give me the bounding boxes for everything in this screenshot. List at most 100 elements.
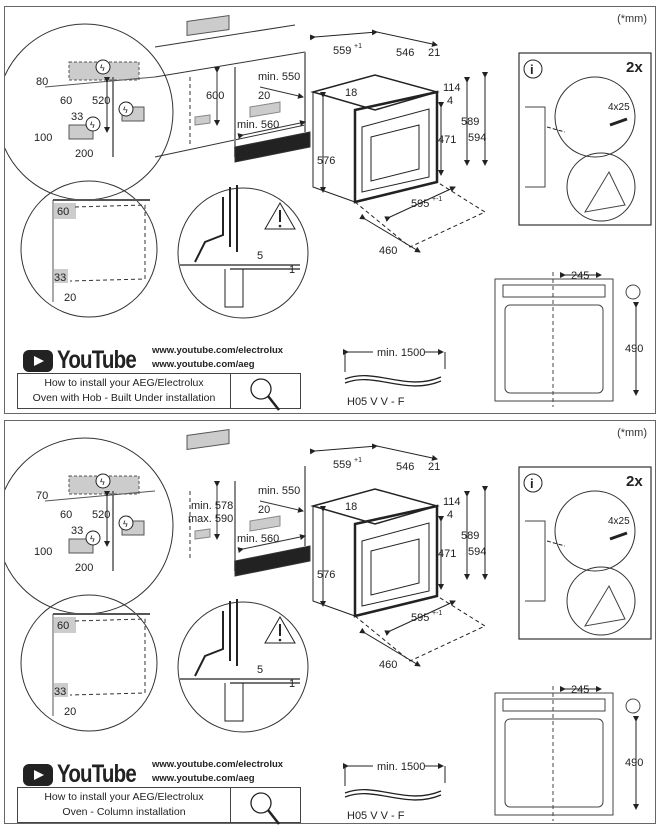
dim-595: 595 bbox=[411, 612, 429, 624]
svg-text:ϟ: ϟ bbox=[123, 105, 128, 115]
howto-line-1: How to install your AEG/Electrolux bbox=[44, 377, 204, 389]
youtube-logo[interactable]: YouTube bbox=[23, 760, 153, 789]
electric-hazard-icon bbox=[625, 698, 641, 714]
units-note: (*mm) bbox=[617, 427, 647, 439]
socket-front-view bbox=[494, 272, 641, 407]
youtube-play-icon bbox=[23, 349, 53, 372]
youtube-logo[interactable]: YouTube bbox=[23, 346, 153, 375]
dim-33: 33 bbox=[71, 525, 83, 537]
dim-4: 4 bbox=[447, 509, 453, 521]
info-icon bbox=[523, 59, 543, 79]
side-dim-33: 33 bbox=[54, 272, 66, 284]
cabinet-outline bbox=[154, 14, 311, 163]
dim-559: 559 bbox=[333, 459, 351, 471]
howto-caption: How to install your AEG/Electrolux Oven … bbox=[18, 374, 231, 408]
dim-100: 100 bbox=[34, 546, 52, 558]
youtube-links: www.youtube.com/electrolux www.youtube.c… bbox=[152, 758, 283, 786]
dim-21: 21 bbox=[428, 47, 440, 59]
electric-hazard-icon bbox=[625, 284, 641, 300]
gap-dim-5: 5 bbox=[257, 250, 263, 262]
dim-hob-clearance: 80 bbox=[36, 76, 48, 88]
side-dim-60: 60 bbox=[57, 620, 69, 632]
dim-595-tolerance: +-1 bbox=[432, 196, 442, 203]
dim-576: 576 bbox=[317, 569, 335, 581]
youtube-link-aeg[interactable]: www.youtube.com/aeg bbox=[152, 359, 255, 370]
oven-isometric bbox=[309, 29, 488, 253]
installation-panel-built-under: 600 min. 550 20 min. 560 ϟ ϟ ϟ bbox=[4, 6, 656, 414]
dim-18: 18 bbox=[345, 87, 357, 99]
side-dim-20: 20 bbox=[64, 706, 76, 718]
side-dim-33: 33 bbox=[54, 686, 66, 698]
magnifier-icon bbox=[250, 792, 280, 825]
howto-video-box[interactable]: How to install your AEG/Electrolux Oven … bbox=[17, 787, 301, 825]
socket-dim-245: 245 bbox=[571, 270, 589, 282]
side-view-circle bbox=[20, 594, 158, 732]
youtube-link-aeg[interactable]: www.youtube.com/aeg bbox=[152, 773, 255, 784]
svg-text:ϟ: ϟ bbox=[100, 477, 105, 487]
electrical-detail-circle: ϟ ϟ ϟ bbox=[5, 437, 174, 615]
warning-detail-circle bbox=[177, 599, 309, 733]
dim-min-550: min. 550 bbox=[258, 71, 300, 83]
side-view-circle bbox=[20, 180, 158, 318]
youtube-play-icon bbox=[23, 763, 53, 786]
electric-hazard-icon bbox=[118, 101, 134, 117]
dim-min-560: min. 560 bbox=[237, 119, 279, 131]
quantity-2x: 2x bbox=[626, 473, 643, 490]
howto-video-box[interactable]: How to install your AEG/Electrolux Oven … bbox=[17, 373, 301, 411]
dim-min-560: min. 560 bbox=[237, 533, 279, 545]
dim-min-550: min. 550 bbox=[258, 485, 300, 497]
power-cable-drawing bbox=[343, 349, 446, 387]
cable-type: H05 V V - F bbox=[347, 810, 405, 822]
howto-line-2: Oven with Hob - Built Under installation bbox=[32, 392, 216, 404]
electric-hazard-icon bbox=[95, 59, 111, 75]
side-dim-60: 60 bbox=[57, 206, 69, 218]
socket-dim-245: 245 bbox=[571, 684, 589, 696]
socket-dim-490: 490 bbox=[625, 343, 643, 355]
dim-114: 114 bbox=[443, 82, 461, 94]
dim-546: 546 bbox=[396, 47, 414, 59]
power-cable-drawing bbox=[343, 763, 446, 801]
search-button[interactable] bbox=[231, 788, 300, 825]
drawing-canvas: 600 min. 550 20 min. 560 ϟ ϟ ϟ bbox=[5, 14, 652, 408]
dim-520: 520 bbox=[92, 509, 110, 521]
svg-text:ϟ: ϟ bbox=[90, 534, 95, 544]
dim-hob-clearance: 70 bbox=[36, 490, 48, 502]
info-glyph: i bbox=[530, 476, 534, 491]
electrical-detail-circle: ϟ ϟ ϟ bbox=[5, 23, 174, 201]
dim-595: 595 bbox=[411, 198, 429, 210]
socket-dim-490: 490 bbox=[625, 757, 643, 769]
search-button[interactable] bbox=[231, 374, 300, 411]
dim-589: 589 bbox=[461, 116, 479, 128]
dim-471: 471 bbox=[438, 134, 456, 146]
installation-panel-column: min. 578 max. 590 min. 550 20 min. 560 ϟ… bbox=[4, 420, 656, 825]
dim-niche-min: min. 578 bbox=[191, 500, 233, 512]
dim-100: 100 bbox=[34, 132, 52, 144]
dim-460: 460 bbox=[379, 659, 397, 671]
youtube-link-electrolux[interactable]: www.youtube.com/electrolux bbox=[152, 345, 284, 356]
dim-200: 200 bbox=[75, 148, 93, 160]
dim-460: 460 bbox=[379, 245, 397, 257]
quantity-2x: 2x bbox=[626, 59, 643, 76]
screw-fixing-box bbox=[518, 466, 652, 640]
dim-471: 471 bbox=[438, 548, 456, 560]
youtube-wordmark: YouTube bbox=[57, 760, 137, 788]
electric-hazard-icon bbox=[118, 515, 134, 531]
dim-21: 21 bbox=[428, 461, 440, 473]
side-dim-20: 20 bbox=[64, 292, 76, 304]
cable-type: H05 V V - F bbox=[347, 396, 405, 408]
dim-589: 589 bbox=[461, 530, 479, 542]
dim-18: 18 bbox=[345, 501, 357, 513]
dim-559-tolerance: +1 bbox=[354, 43, 362, 50]
cabinet-outline bbox=[186, 428, 311, 577]
youtube-links: www.youtube.com/electrolux www.youtube.c… bbox=[152, 344, 283, 372]
units-note: (*mm) bbox=[617, 13, 647, 25]
dim-600: 600 bbox=[206, 90, 224, 102]
drawing-canvas: min. 578 max. 590 min. 550 20 min. 560 ϟ… bbox=[5, 428, 652, 822]
dim-594: 594 bbox=[468, 546, 486, 558]
youtube-link-electrolux[interactable]: www.youtube.com/electrolux bbox=[152, 759, 284, 770]
howto-line-2: Oven - Column installation bbox=[62, 806, 186, 818]
dim-559-tolerance: +1 bbox=[354, 457, 362, 464]
dim-60: 60 bbox=[60, 509, 72, 521]
oven-isometric bbox=[309, 443, 488, 667]
dim-546: 546 bbox=[396, 461, 414, 473]
